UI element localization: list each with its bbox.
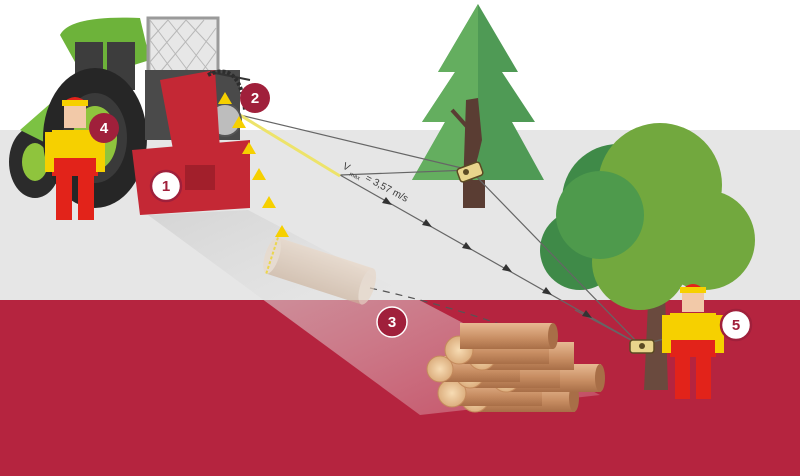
marker-2-label: 2 bbox=[251, 90, 259, 107]
rope-feed-arrows bbox=[218, 92, 289, 237]
marker-5: 5 bbox=[719, 308, 753, 342]
marker-2: 2 bbox=[240, 83, 270, 113]
ghost-log bbox=[263, 237, 377, 305]
forestry-winch bbox=[132, 16, 251, 215]
speed-subscript: max bbox=[348, 172, 361, 183]
worker-left bbox=[45, 97, 105, 220]
log-pile bbox=[426, 323, 605, 413]
speed-symbol: V bbox=[341, 161, 352, 174]
marker-4-label: 4 bbox=[100, 120, 109, 137]
marker-4: 4 bbox=[89, 113, 119, 143]
marker-1-label: 1 bbox=[162, 178, 170, 195]
cable-arrows bbox=[382, 197, 592, 318]
deciduous-tree bbox=[540, 123, 755, 390]
marker-3: 3 bbox=[376, 306, 408, 338]
pulley-on-worker5 bbox=[629, 339, 655, 354]
main-rope bbox=[234, 110, 341, 178]
pulley-on-pine bbox=[456, 161, 484, 183]
marker-3-label: 3 bbox=[388, 314, 396, 331]
marker-1: 1 bbox=[149, 169, 183, 203]
worker-right bbox=[662, 284, 724, 399]
marker-5-label: 5 bbox=[732, 317, 740, 334]
